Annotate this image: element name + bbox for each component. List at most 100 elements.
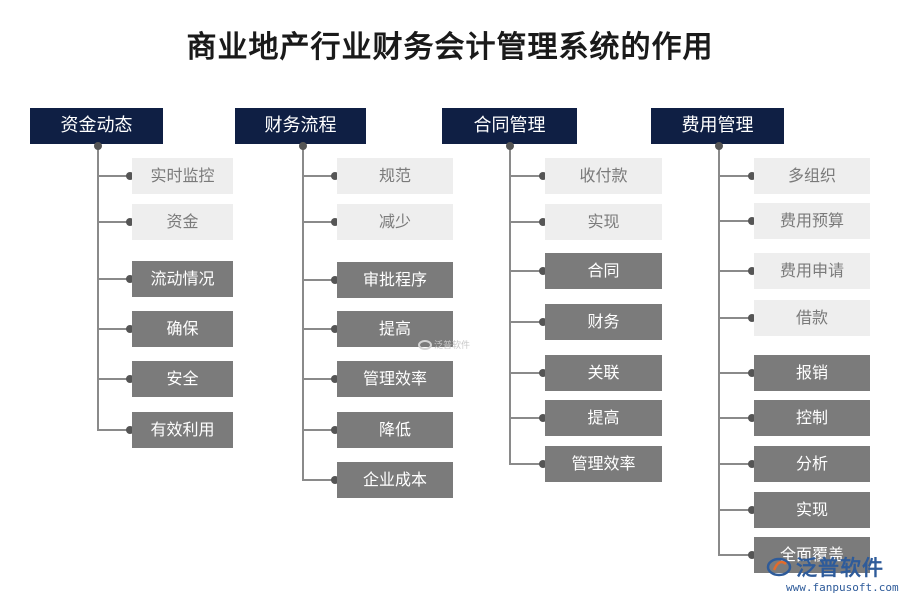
branch-line xyxy=(97,175,132,177)
node-box: 规范 xyxy=(337,158,453,194)
node-box: 分析 xyxy=(754,446,870,482)
branch-dot xyxy=(748,460,756,468)
center-watermark-text: 泛普软件 xyxy=(434,341,471,351)
branch-dot xyxy=(539,318,547,326)
node-box: 确保 xyxy=(132,311,233,347)
node-box: 流动情况 xyxy=(132,261,233,297)
branch-line xyxy=(718,463,754,465)
node-box: 企业成本 xyxy=(337,462,453,498)
watermark-logo-icon xyxy=(418,339,432,350)
branch-dot xyxy=(748,217,756,225)
brand-logo-icon xyxy=(766,557,792,577)
branch-dot xyxy=(748,369,756,377)
branch-line xyxy=(509,321,545,323)
branch-dot xyxy=(748,506,756,514)
branch-dot xyxy=(539,369,547,377)
node-box: 安全 xyxy=(132,361,233,397)
branch-dot xyxy=(331,325,339,333)
trunk-line xyxy=(302,144,304,480)
node-box: 控制 xyxy=(754,400,870,436)
brand-watermark: 泛普软件 www.fanpusoft.com xyxy=(762,550,899,598)
trunk-top-dot xyxy=(715,142,723,150)
branch-line xyxy=(302,328,337,330)
trunk-line xyxy=(97,144,99,430)
branch-line xyxy=(509,221,545,223)
branch-line xyxy=(718,270,754,272)
branch-dot xyxy=(126,426,134,434)
branch-line xyxy=(718,509,754,511)
branch-dot xyxy=(331,476,339,484)
node-box: 管理效率 xyxy=(337,361,453,397)
branch-line xyxy=(718,417,754,419)
branch-line xyxy=(718,554,754,556)
branch-dot xyxy=(539,460,547,468)
trunk-line xyxy=(718,144,720,555)
branch-line xyxy=(509,175,545,177)
branch-dot xyxy=(331,218,339,226)
node-box: 费用预算 xyxy=(754,203,870,239)
node-box: 报销 xyxy=(754,355,870,391)
node-box: 全面覆盖 xyxy=(754,537,870,573)
branch-line xyxy=(718,317,754,319)
node-box: 费用申请 xyxy=(754,253,870,289)
node-box: 关联 xyxy=(545,355,662,391)
branch-line xyxy=(97,429,132,431)
branch-dot xyxy=(748,314,756,322)
trunk-top-dot xyxy=(94,142,102,150)
branch-line xyxy=(302,221,337,223)
trunk-top-dot xyxy=(506,142,514,150)
column-header: 合同管理 xyxy=(442,108,577,144)
center-watermark: 泛普软件 xyxy=(418,338,470,351)
brand-name: 泛普软件 xyxy=(796,556,884,580)
branch-line xyxy=(718,220,754,222)
branch-line xyxy=(509,372,545,374)
node-box: 实时监控 xyxy=(132,158,233,194)
node-box: 审批程序 xyxy=(337,262,453,298)
branch-line xyxy=(302,479,337,481)
node-box: 资金 xyxy=(132,204,233,240)
node-box: 提高 xyxy=(545,400,662,436)
brand-url: www.fanpusoft.com xyxy=(786,581,899,594)
branch-dot xyxy=(126,325,134,333)
branch-dot xyxy=(331,375,339,383)
branch-dot xyxy=(539,267,547,275)
branch-line xyxy=(302,175,337,177)
branch-line xyxy=(302,429,337,431)
branch-line xyxy=(302,378,337,380)
branch-dot xyxy=(126,218,134,226)
branch-line xyxy=(509,417,545,419)
branch-dot xyxy=(331,172,339,180)
branch-dot xyxy=(748,551,756,559)
branch-dot xyxy=(748,414,756,422)
page-title: 商业地产行业财务会计管理系统的作用 xyxy=(186,30,714,65)
branch-dot xyxy=(539,218,547,226)
branch-dot xyxy=(748,267,756,275)
branch-line xyxy=(97,328,132,330)
node-box: 提高 xyxy=(337,311,453,347)
branch-dot xyxy=(331,276,339,284)
node-box: 有效利用 xyxy=(132,412,233,448)
branch-dot xyxy=(126,275,134,283)
node-box: 财务 xyxy=(545,304,662,340)
branch-line xyxy=(509,270,545,272)
branch-line xyxy=(97,378,132,380)
branch-dot xyxy=(539,414,547,422)
node-box: 降低 xyxy=(337,412,453,448)
branch-dot xyxy=(748,172,756,180)
branch-line xyxy=(718,175,754,177)
node-box: 多组织 xyxy=(754,158,870,194)
node-box: 合同 xyxy=(545,253,662,289)
branch-line xyxy=(509,463,545,465)
node-box: 收付款 xyxy=(545,158,662,194)
node-box: 减少 xyxy=(337,204,453,240)
branch-line xyxy=(97,278,132,280)
node-box: 实现 xyxy=(545,204,662,240)
column-header: 资金动态 xyxy=(30,108,163,144)
branch-dot xyxy=(539,172,547,180)
column-header: 财务流程 xyxy=(235,108,366,144)
node-box: 实现 xyxy=(754,492,870,528)
column-header: 费用管理 xyxy=(651,108,784,144)
trunk-line xyxy=(509,144,511,464)
branch-dot xyxy=(331,426,339,434)
branch-line xyxy=(718,372,754,374)
